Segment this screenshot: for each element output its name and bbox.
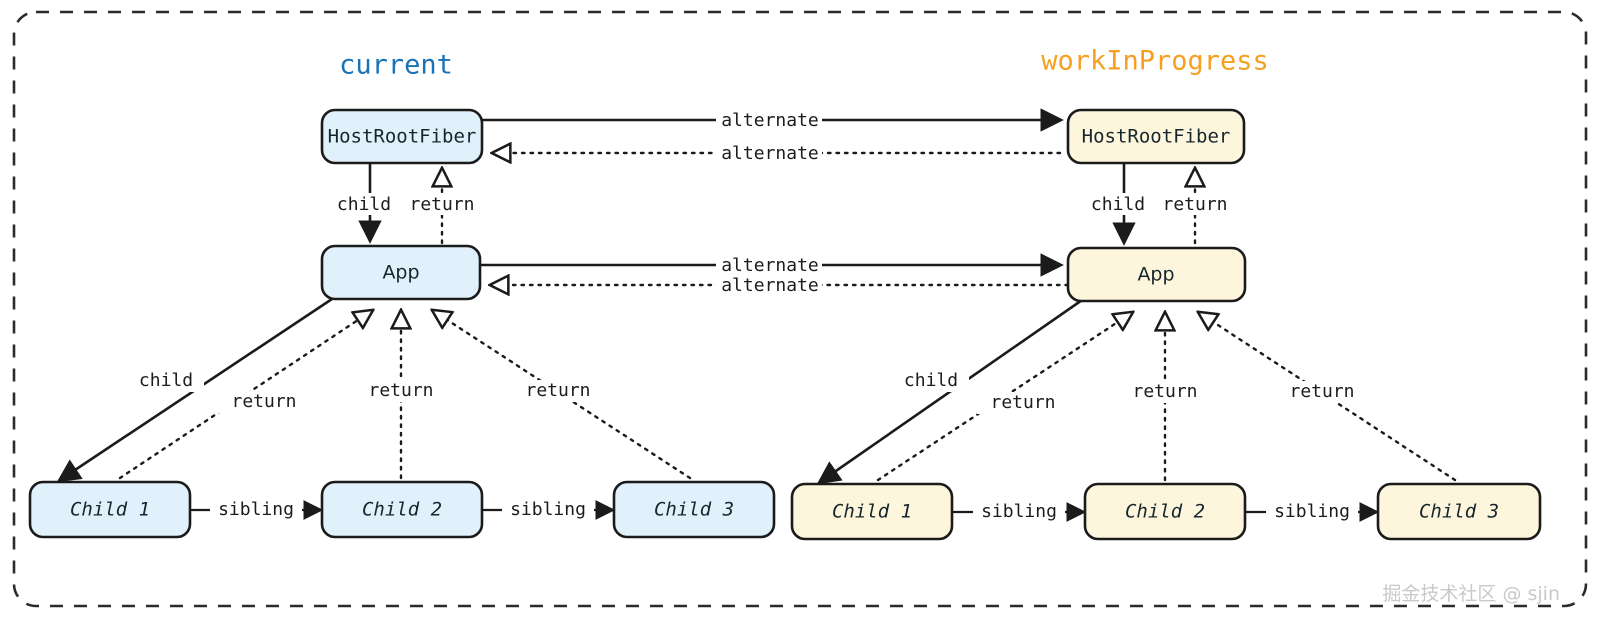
node-current-child-3[interactable]: Child 3 [612,480,776,539]
edge-label-wip-return-child3-app: return [1289,381,1354,402]
node-wip-child-3[interactable]: Child 3 [1376,482,1542,541]
edge-label-wip-child-root-app: child [1091,194,1145,215]
edge-label-current-return-child3-app: return [525,380,590,401]
title-current: current [339,50,453,81]
title-work-in-progress: workInProgress [1041,46,1269,77]
node-current-host-root-fiber[interactable]: HostRootFiber [320,108,484,165]
edge-label-current-sibling-child1-child2: sibling [218,499,294,520]
edge-label-wip-sibling-child2-child3: sibling [1274,501,1350,522]
node-label-current-child-3: Child 3 [654,499,734,521]
node-label-wip-child-3: Child 3 [1419,501,1499,523]
edge-label-wip-return-child2-app: return [1132,381,1197,402]
node-label-current-child-2: Child 2 [362,499,442,521]
node-wip-child-2[interactable]: Child 2 [1083,482,1247,541]
edge-label-alternate-app-forward: alternate [721,255,819,276]
edge-label-current-child-root-app: child [337,194,391,215]
node-label-current-host-root-fiber: HostRootFiber [328,126,477,148]
edge-label-wip-sibling-child1-child2: sibling [981,501,1057,522]
edge-label-alternate-root-back: alternate [721,143,819,164]
edge-label-current-return-child1-app: return [231,391,296,412]
node-label-wip-child-2: Child 2 [1125,501,1205,523]
edge-label-current-sibling-child2-child3: sibling [510,499,586,520]
node-current-child-1[interactable]: Child 1 [28,480,192,539]
edge-label-current-child-app-child1: child [139,370,193,391]
node-current-app[interactable]: App [320,244,482,301]
node-label-current-child-1: Child 1 [70,499,150,521]
edge-label-wip-return-app-root: return [1162,194,1227,215]
node-label-wip-host-root-fiber: HostRootFiber [1082,126,1231,148]
edge-label-wip-return-child1-app: return [990,392,1055,413]
edge-label-wip-child-app-child1: child [904,370,958,391]
edge-label-current-return-app-root: return [409,194,474,215]
edge-label-current-return-child2-app: return [368,380,433,401]
node-current-child-2[interactable]: Child 2 [320,480,484,539]
node-wip-host-root-fiber[interactable]: HostRootFiber [1066,108,1246,165]
node-label-current-app: App [382,262,419,284]
edge-label-alternate-root-forward: alternate [721,110,819,131]
node-label-wip-app: App [1137,264,1174,286]
node-wip-child-1[interactable]: Child 1 [790,482,954,541]
watermark: 掘金技术社区 @ sjin [1382,583,1560,605]
node-label-wip-child-1: Child 1 [832,501,912,523]
node-wip-app[interactable]: App [1066,246,1247,303]
edge-label-alternate-app-back: alternate [721,275,819,296]
outer-frame [12,10,1588,608]
